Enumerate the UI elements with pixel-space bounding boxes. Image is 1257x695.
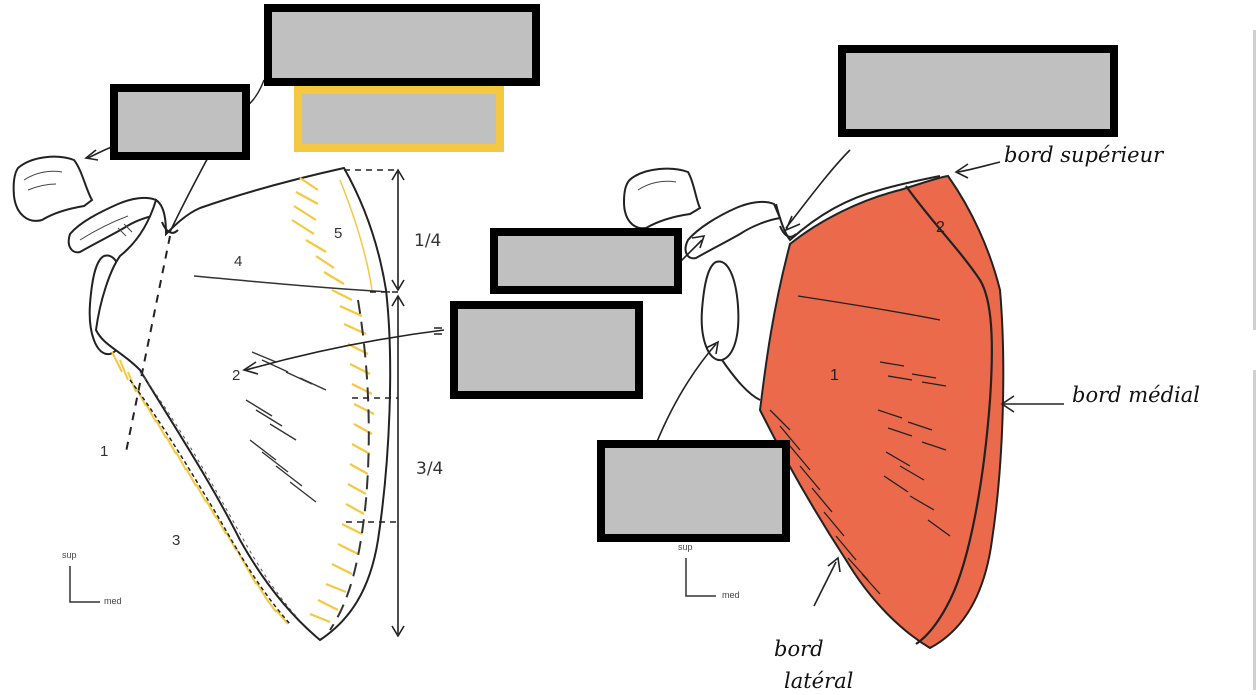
left-dashed-axis-line <box>125 235 171 453</box>
left-region-4: 4 <box>234 253 242 270</box>
left-med-label: med <box>104 596 122 606</box>
right-scapula-figure: 1 2 bord supérieur bord médial bord laté… <box>622 143 1200 693</box>
left-line-4 <box>193 275 391 293</box>
masked-label-right-top[interactable] <box>838 45 1118 137</box>
left-region-3: 3 <box>172 532 180 549</box>
masked-label-yellow[interactable] <box>294 86 504 152</box>
fraction-lower: 3/4 <box>416 459 443 479</box>
left-acromion <box>12 155 94 222</box>
right-sup-label: sup <box>678 542 693 552</box>
fraction-upper: 1/4 <box>414 231 441 251</box>
right-edge-divider-lower <box>1253 370 1256 690</box>
masked-label-region-2[interactable] <box>450 301 643 399</box>
masked-label-acromion[interactable] <box>110 84 250 160</box>
left-measurement-guides <box>344 168 405 638</box>
right-edge-divider <box>1253 30 1256 330</box>
left-region-2: 2 <box>232 367 240 384</box>
masked-label-top-center[interactable] <box>264 4 540 86</box>
label-bord-superieur: bord supérieur <box>1004 143 1165 167</box>
masked-label-glenoid[interactable] <box>597 440 790 542</box>
left-scapula-body <box>94 166 392 642</box>
subscapularis-muscle <box>758 174 1005 650</box>
left-scapula-figure: 1 2 3 4 5 1/4 3/4 sup med <box>12 79 445 642</box>
left-coracoid-process <box>67 196 164 254</box>
masked-label-coracoid[interactable] <box>490 228 682 294</box>
left-sup-label: sup <box>62 550 77 560</box>
right-region-1: 1 <box>830 367 839 384</box>
label-bord-lateral-line2: latéral <box>784 669 853 693</box>
right-med-label: med <box>722 590 740 600</box>
left-region-1: 1 <box>100 443 108 460</box>
left-region-5: 5 <box>334 225 342 242</box>
right-region-2: 2 <box>936 219 945 236</box>
right-coracoid-process <box>684 200 782 260</box>
label-bord-medial: bord médial <box>1072 383 1200 407</box>
right-orientation-axes <box>685 558 716 597</box>
left-arrow-2 <box>245 329 445 371</box>
left-medial-insertion-hatching <box>291 177 375 624</box>
label-bord-lateral-line1: bord <box>774 637 824 661</box>
left-orientation-axes <box>69 566 100 603</box>
right-acromion <box>622 167 702 230</box>
right-glenoid <box>700 260 740 362</box>
